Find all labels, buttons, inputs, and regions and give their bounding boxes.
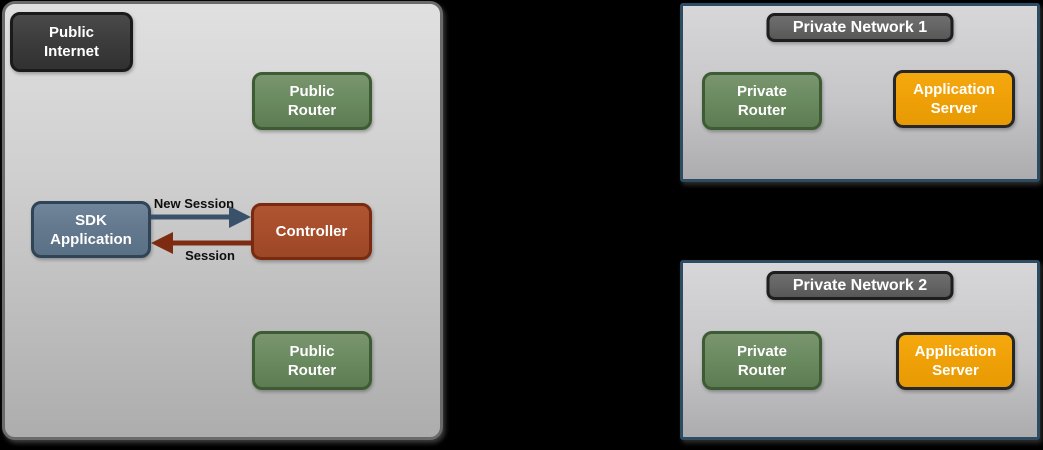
node-public-router-top: Public Router [252,72,372,130]
private-router-1-text: Private Router [736,83,788,119]
node-sdk-application: SDK Application [31,201,151,258]
public-internet-label-text: Public Internet [43,24,99,60]
node-controller: Controller [251,203,372,260]
application-server-1-text: Application Server [913,81,995,117]
private-network-2-zone: Private Network 2 Private Router Applica… [680,260,1040,440]
sdk-application-text: SDK Application [50,211,132,248]
private-network-1-label-text: Private Network 1 [792,19,928,36]
public-internet-zone: Public Internet Public Router SDK Applic… [2,1,443,440]
private-network-1-label: Private Network 1 [766,13,954,42]
public-router-bottom-text: Public Router [287,342,337,379]
private-network-2-label-text: Private Network 2 [792,277,928,294]
new-session-arrow-label: New Session [153,196,235,211]
private-network-1-zone: Private Network 1 Private Router Applica… [680,3,1040,182]
node-application-server-2: Application Server [896,332,1015,390]
controller-text: Controller [275,223,348,240]
node-private-router-2: Private Router [702,331,822,390]
node-application-server-1: Application Server [893,70,1015,128]
node-private-router-1: Private Router [702,72,822,130]
public-internet-label: Public Internet [10,12,133,72]
private-router-2-text: Private Router [736,342,788,379]
application-server-2-text: Application Server [914,343,997,379]
public-router-top-text: Public Router [287,83,337,119]
private-network-2-label: Private Network 2 [766,271,954,300]
session-arrow-label: Session [185,248,235,263]
node-public-router-bottom: Public Router [252,331,372,390]
